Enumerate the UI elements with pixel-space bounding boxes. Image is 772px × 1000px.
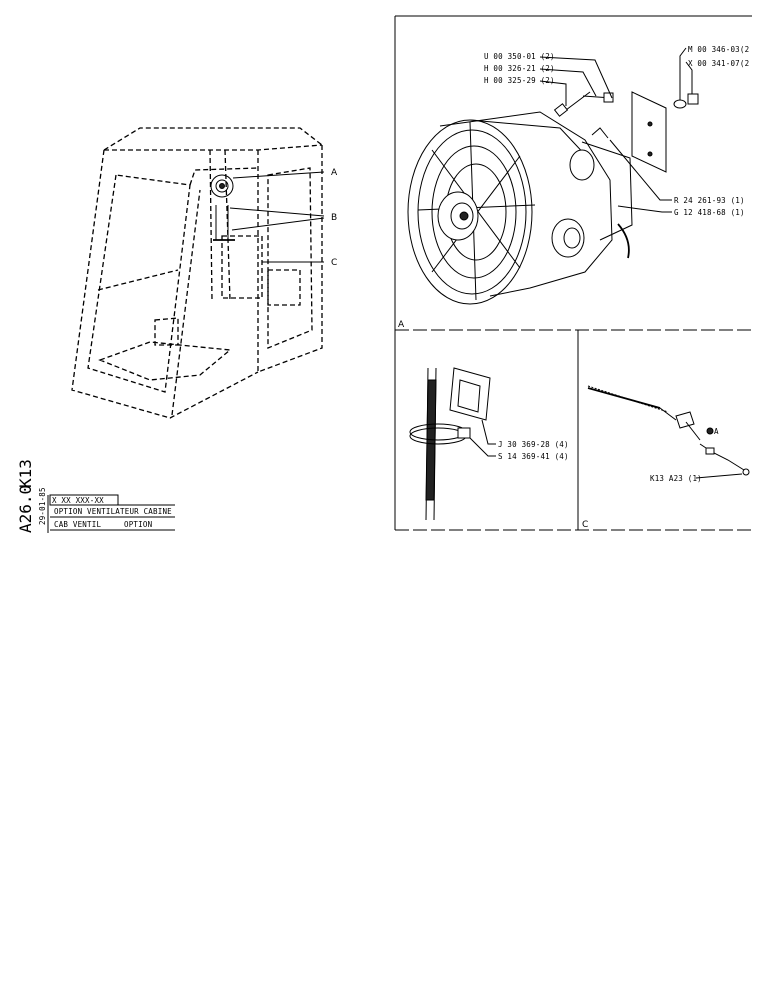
doc-code-line2: A26.0 <box>16 485 35 533</box>
panel-c-cable-drawing <box>587 385 750 479</box>
part-label-m00346: M 00 346-03(2 <box>688 45 749 54</box>
part-label-u00350: U 00 350-01 (2) <box>484 52 555 61</box>
part-label-g12418: G 12 418-68 (1) <box>674 208 745 217</box>
part-label-h00325: H 00 325-29 (2) <box>484 76 555 85</box>
marker-a: A <box>714 427 719 436</box>
part-label-r24261: R 24 261-93 (1) <box>674 196 745 205</box>
cab-overview-drawing: A B C <box>71 127 338 419</box>
panel-b-tie-drawing <box>409 367 496 521</box>
part-number: X XX XXX-XX <box>52 496 104 505</box>
part-label-x00341: X 00 341-07(2 <box>688 59 749 68</box>
detail-frame <box>394 15 752 531</box>
callout-a: A <box>331 168 338 178</box>
panel-a-fan-drawing <box>407 47 699 305</box>
description-fr: OPTION VENTILATEUR CABINE <box>54 507 172 516</box>
part-label-s14369: S 14 369-41 (4) <box>498 452 569 461</box>
description-en-1: CAB VENTIL <box>54 520 101 529</box>
panel-a-letter: A <box>398 320 405 330</box>
ref-k13a23: K13 A23 (1) <box>650 474 702 483</box>
part-label-j30369: J 30 369-28 (4) <box>498 440 569 449</box>
doc-code-line1: K13 <box>16 459 35 488</box>
part-label-h00326: H 00 326-21 (2) <box>484 64 555 73</box>
doc-date: 29-01-85 <box>38 487 47 525</box>
title-block: K13 A26.0 29-01-85 X XX XXX-XX OPTION VE… <box>16 459 175 533</box>
panel-c-letter: C <box>582 520 588 530</box>
callout-b: B <box>331 213 337 223</box>
callout-c: C <box>331 258 337 268</box>
description-en-2: OPTION <box>124 520 152 529</box>
